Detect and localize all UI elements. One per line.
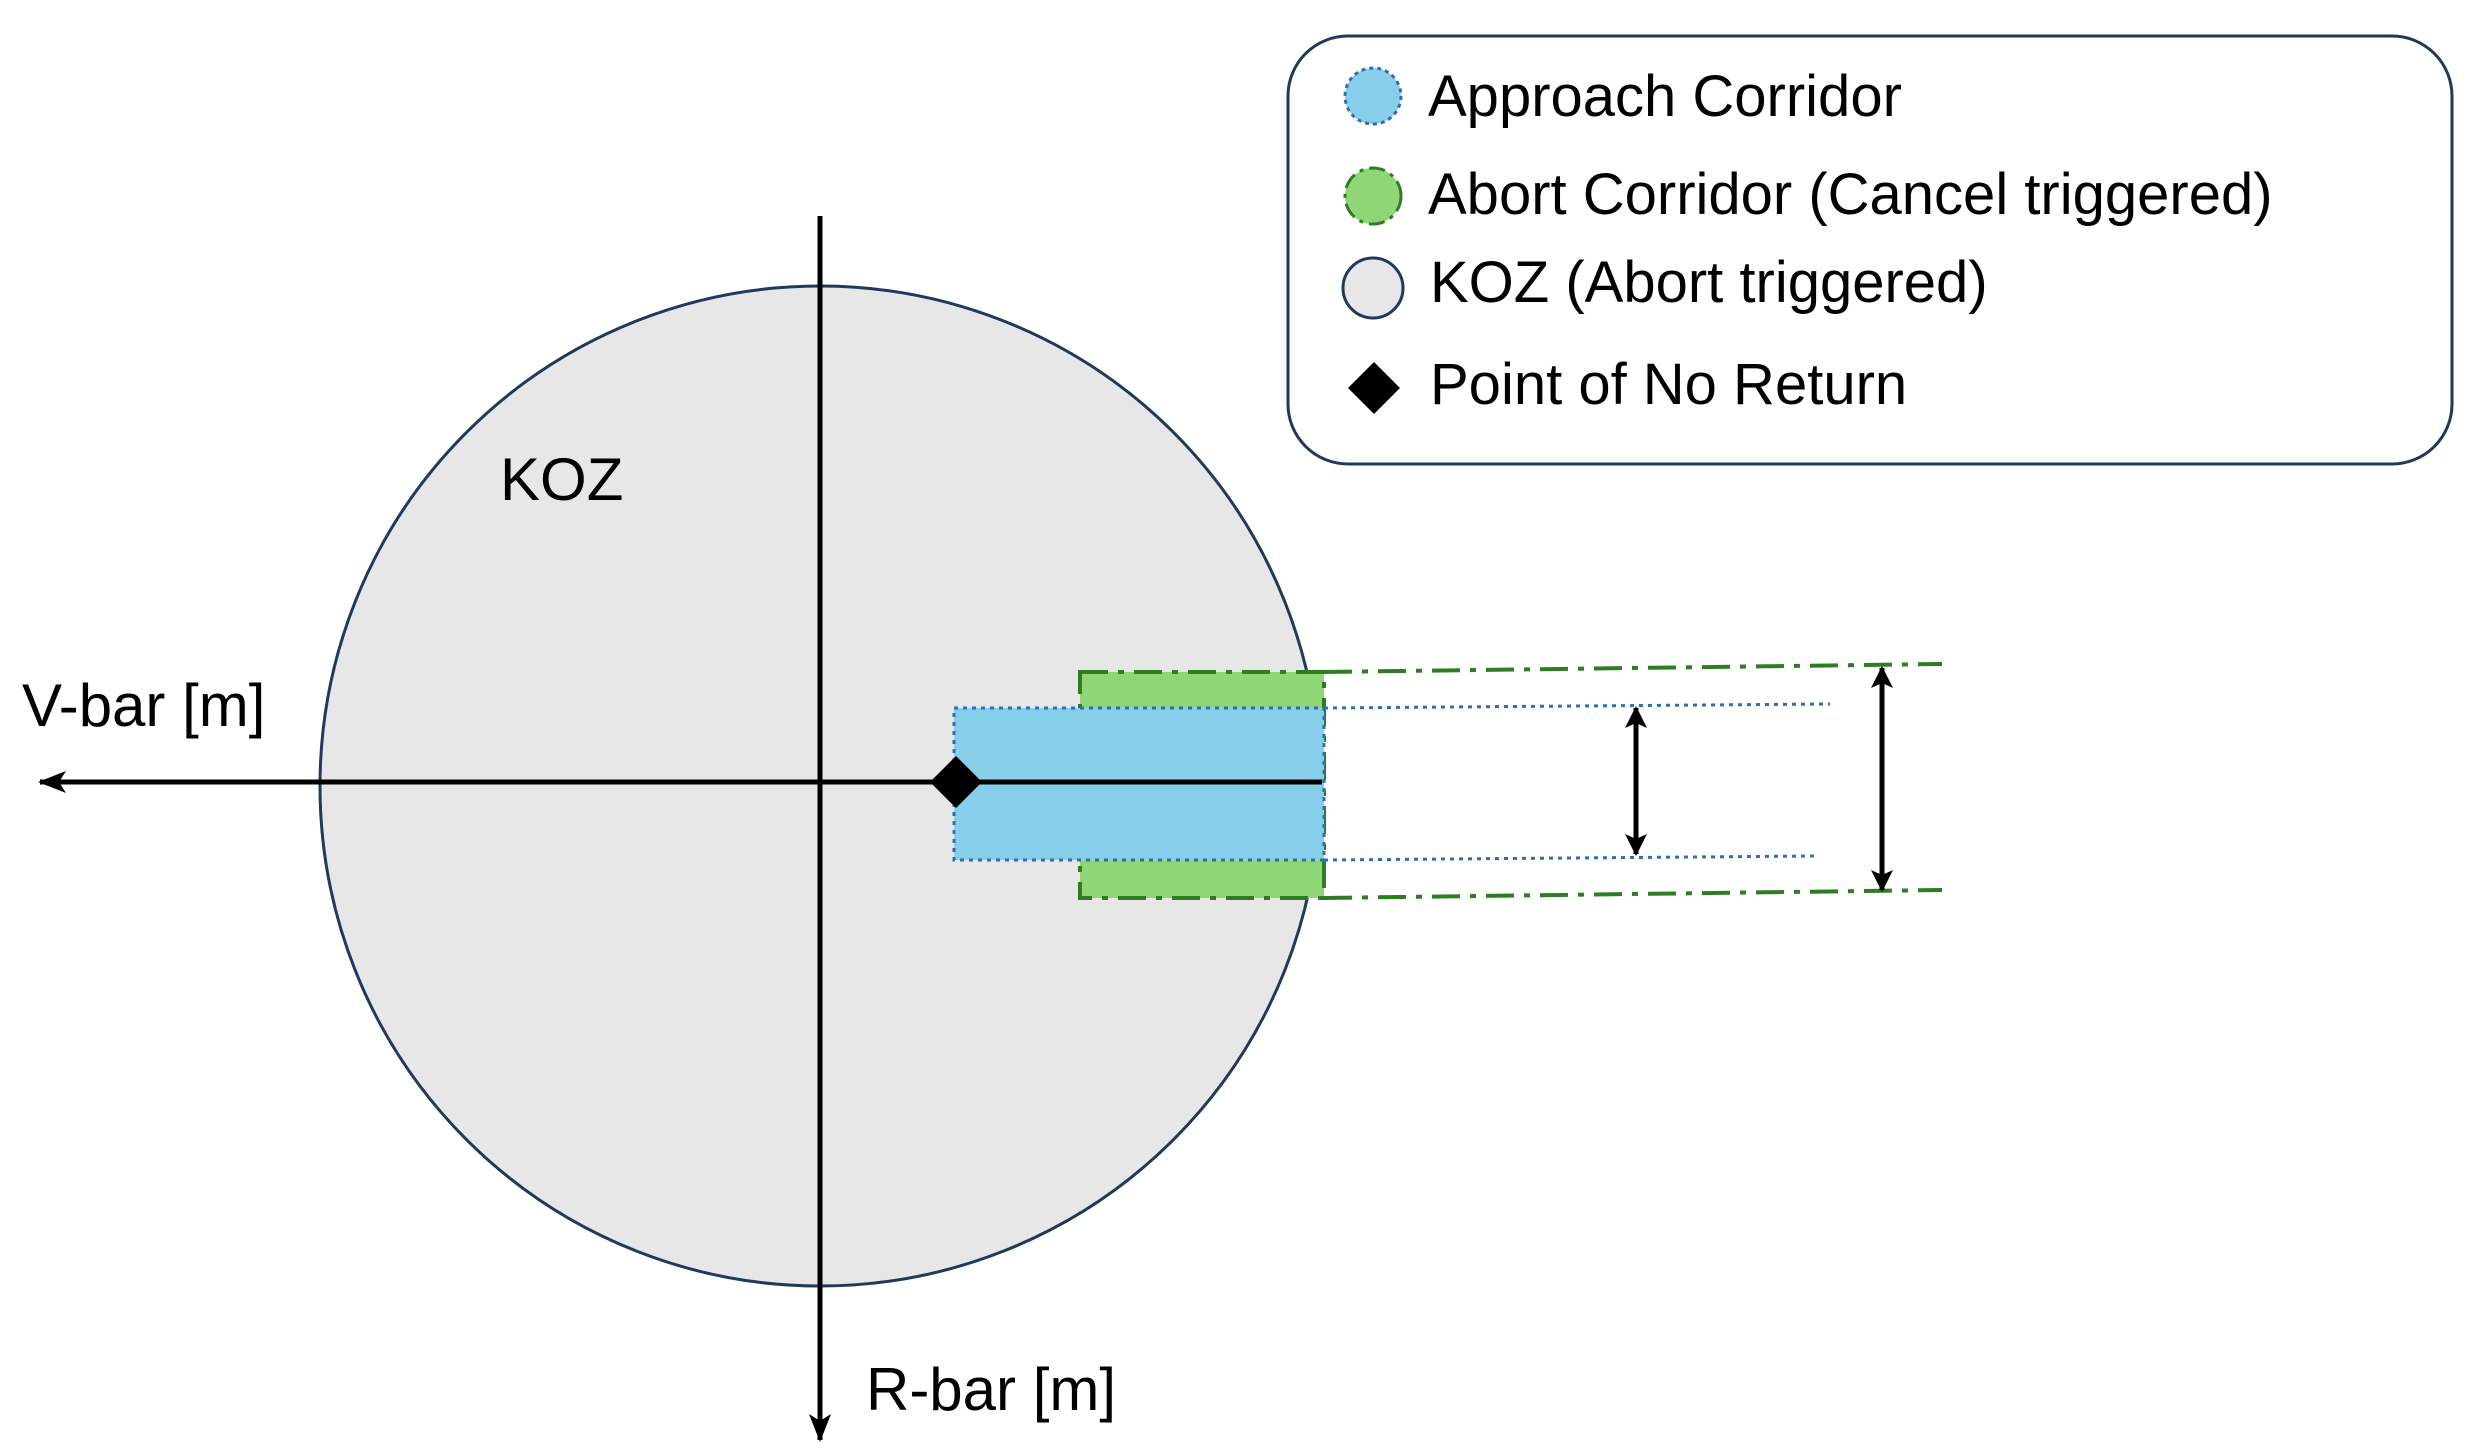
abort-corridor-top-edge — [1323, 662, 1943, 674]
legend-label-pnr: Point of No Return — [1430, 352, 1907, 417]
rbar-label: R-bar [m] — [866, 1356, 1116, 1423]
approach-corridor-bottom-edge — [1323, 854, 1817, 862]
diamond-marker-swatch — [1348, 362, 1400, 414]
legend-label-abort: Abort Corridor (Cancel triggered) — [1428, 162, 2273, 227]
legend-label-koz: KOZ (Abort triggered) — [1430, 250, 1988, 315]
koz-label: KOZ — [500, 446, 623, 513]
legend: Approach Corridor Abort Corridor (Cancel… — [1286, 34, 2454, 466]
approach-corridor-top-edge — [1323, 702, 1831, 710]
point-of-no-return-marker — [930, 756, 982, 808]
vbar-label: V-bar [m] — [22, 672, 265, 739]
abort-corridor-bottom-edge — [1323, 888, 1943, 900]
legend-box — [1286, 34, 2454, 466]
abort-corridor-swatch — [1343, 166, 1403, 226]
approach-corridor-swatch — [1343, 66, 1403, 126]
legend-label-approach: Approach Corridor — [1428, 64, 1902, 129]
koz-swatch — [1341, 256, 1405, 320]
